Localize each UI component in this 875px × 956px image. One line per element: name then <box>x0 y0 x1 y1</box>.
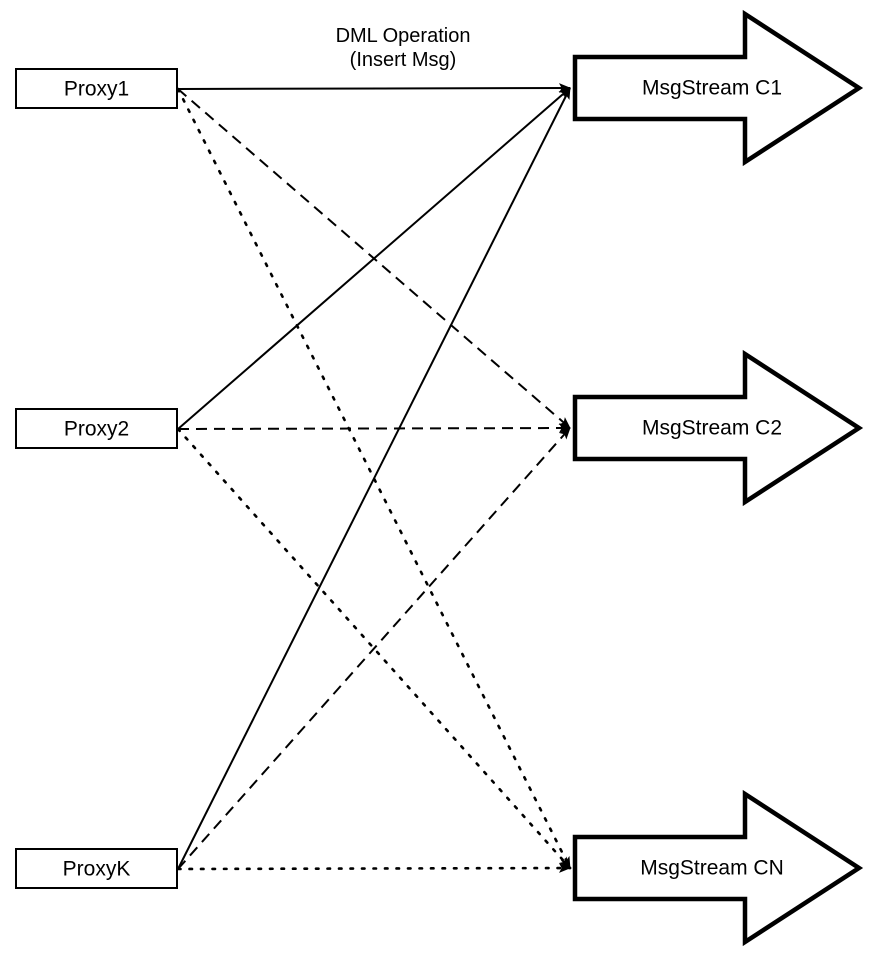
proxy2-box[interactable] <box>15 408 178 449</box>
link-proxyk-to-c2[interactable] <box>177 427 571 870</box>
node-proxy1[interactable]: Proxy1 <box>15 68 178 109</box>
proxyk-box[interactable] <box>15 848 178 889</box>
link-proxyk-to-c1[interactable] <box>177 87 571 870</box>
link-proxy2-to-c2[interactable] <box>177 423 571 433</box>
proxyk-label: ProxyK <box>63 858 131 881</box>
proxy1-box[interactable] <box>15 68 178 109</box>
dml-operation-label: DML Operation (Insert Msg) <box>336 25 471 71</box>
dml-operation-label-line1: DML Operation <box>336 25 471 47</box>
link-proxy1-to-c1[interactable] <box>177 83 571 93</box>
proxy1-label: Proxy1 <box>64 78 129 101</box>
node-msgstream-c2[interactable]: MsgStream C2 <box>572 349 864 507</box>
link-proxy2-to-c1[interactable] <box>177 87 571 430</box>
msgstream-c2-label: MsgStream C2 <box>642 417 782 440</box>
link-group <box>176 83 572 873</box>
msgstream-c1-arrow-shape[interactable] <box>572 9 864 167</box>
stream-group: MsgStream C1 MsgStream C2 MsgStream CN <box>572 9 864 947</box>
node-msgstream-cn[interactable]: MsgStream CN <box>572 789 864 947</box>
dml-operation-label-line2: (Insert Msg) <box>350 49 457 71</box>
link-proxyk-to-cn[interactable] <box>176 863 572 873</box>
proxy-group: Proxy1 Proxy2 ProxyK <box>15 68 178 889</box>
msgstream-c2-arrow-shape[interactable] <box>572 349 864 507</box>
msgstream-cn-arrow-shape[interactable] <box>572 789 864 947</box>
proxy2-label: Proxy2 <box>64 418 129 441</box>
node-msgstream-c1[interactable]: MsgStream C1 <box>572 9 864 167</box>
msgstream-cn-label: MsgStream CN <box>640 857 784 880</box>
node-proxyk[interactable]: ProxyK <box>15 848 178 889</box>
node-proxy2[interactable]: Proxy2 <box>15 408 178 449</box>
msgstream-c1-label: MsgStream C1 <box>642 77 782 100</box>
